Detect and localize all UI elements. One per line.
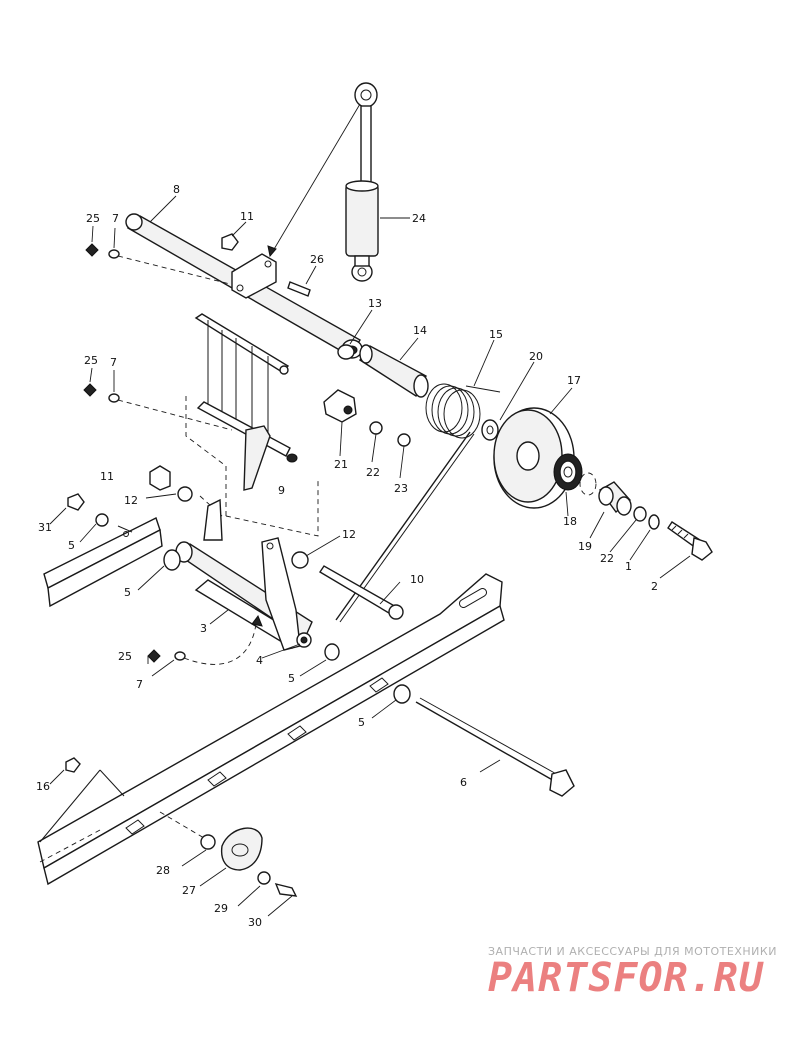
- rivet-25a: [85, 243, 99, 257]
- shock-absorber: [345, 82, 379, 282]
- watermark-tagline: ЗАПЧАСТИ И АКСЕССУАРЫ ДЛЯ МОТОТЕХНИКИ: [488, 945, 777, 958]
- washer-5d: [393, 684, 411, 704]
- spacer-19: [598, 481, 632, 516]
- callout-23: 23: [394, 482, 408, 495]
- callout-10: 10: [410, 573, 424, 586]
- callout-16: 16: [36, 780, 50, 793]
- main-rail: [37, 573, 505, 886]
- arrow-icon-2: [251, 614, 263, 627]
- bolt-2: [667, 521, 713, 561]
- callout-5: 5: [358, 716, 365, 729]
- callout-1: 1: [625, 560, 632, 573]
- lock-washer-1: [648, 514, 660, 530]
- callout-5: 5: [124, 586, 131, 599]
- callout-3: 3: [200, 622, 207, 635]
- callout-20: 20: [529, 350, 543, 363]
- nut-11b: [149, 465, 171, 491]
- washer-22: [633, 506, 647, 522]
- arrow-icon: [267, 245, 277, 258]
- center-frame: [194, 313, 298, 491]
- bushing-13: [337, 344, 355, 360]
- callout-19: 19: [578, 540, 592, 553]
- callout-14: 14: [413, 324, 427, 337]
- bracket-21: [323, 389, 357, 423]
- callout-7: 7: [136, 678, 143, 691]
- callout-21: 21: [334, 458, 348, 471]
- callout-24: 24: [412, 212, 426, 225]
- callout-6: 6: [460, 776, 467, 789]
- callout-30: 30: [248, 916, 262, 929]
- nut-31: [67, 493, 85, 511]
- washer-5c: [324, 643, 340, 661]
- axle-10: [319, 565, 404, 620]
- watermark-logo: PARTSFOR.RU: [488, 955, 764, 1001]
- callout-28: 28: [156, 864, 170, 877]
- callout-11: 11: [240, 210, 254, 223]
- callout-9: 9: [278, 484, 285, 497]
- callout-27: 27: [182, 884, 196, 897]
- callout-15: 15: [489, 328, 503, 341]
- callout-4: 4: [256, 654, 263, 667]
- callout-11: 11: [100, 470, 114, 483]
- callout-18: 18: [563, 515, 577, 528]
- callout-22: 22: [600, 552, 614, 565]
- washer-12a: [177, 486, 193, 502]
- rear-arm: [175, 498, 313, 651]
- upper-arm: [125, 213, 363, 359]
- rivet-25b: [83, 383, 97, 397]
- idler-wheel: [493, 407, 575, 509]
- callout-5: 5: [68, 539, 75, 552]
- callout-7: 7: [112, 212, 119, 225]
- callout-25: 25: [118, 650, 132, 663]
- rivet-25c: [147, 649, 161, 663]
- bearing: [553, 453, 583, 491]
- nut-11a: [221, 233, 239, 251]
- callout-29: 29: [214, 902, 228, 915]
- bolt-26: [287, 281, 311, 297]
- callout-12: 12: [342, 528, 356, 541]
- callout-8: 8: [173, 183, 180, 196]
- callout-31: 31: [38, 521, 52, 534]
- left-rail: [43, 517, 163, 608]
- callout-26: 26: [310, 253, 324, 266]
- callout-5: 5: [288, 672, 295, 685]
- callout-13: 13: [368, 297, 382, 310]
- bumper-bracket: [159, 811, 298, 897]
- washer-20: [481, 419, 499, 441]
- long-bolt-6: [415, 697, 575, 797]
- callout-12: 12: [124, 494, 138, 507]
- callout-25: 25: [86, 212, 100, 225]
- callout-2: 2: [651, 580, 658, 593]
- washer-5b: [163, 549, 181, 571]
- callout-22: 22: [366, 466, 380, 479]
- callout-7: 7: [110, 356, 117, 369]
- callout-17: 17: [567, 374, 581, 387]
- callout-25: 25: [84, 354, 98, 367]
- nut-16: [65, 757, 81, 773]
- washer-12b: [291, 551, 309, 569]
- spacer-tube: [359, 344, 429, 398]
